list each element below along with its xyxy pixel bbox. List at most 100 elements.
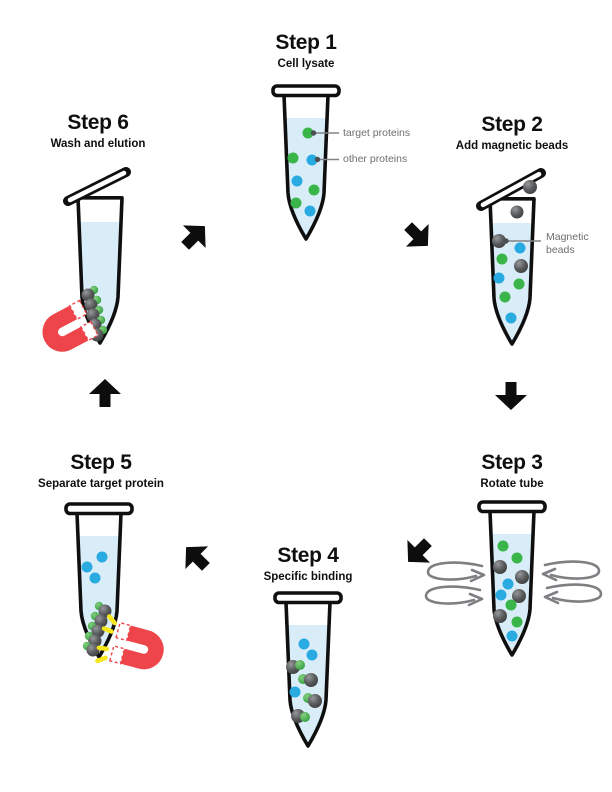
step5-tube-group <box>64 502 161 675</box>
horseshoe-magnet <box>110 623 161 672</box>
target-protein-dot <box>513 278 525 290</box>
magnetic-bead <box>512 589 526 603</box>
target-protein-dot <box>497 540 509 552</box>
step4-complexes <box>286 638 322 723</box>
flow-arrow-step6-to-step1 <box>173 214 217 258</box>
rotation-arrow <box>543 583 603 605</box>
step1-tube-group <box>271 84 341 241</box>
magnetic-bead <box>91 624 105 638</box>
other-protein-dot <box>81 561 93 573</box>
tube-lid-open <box>63 167 131 206</box>
target-protein-dot <box>511 552 523 564</box>
step1-subtitle: Cell lysate <box>277 58 335 70</box>
step6-title: Step 6 <box>67 111 129 134</box>
step4-tube-group <box>273 591 343 748</box>
step4-header: Step 4 Specific binding <box>233 544 383 583</box>
step3-title: Step 3 <box>481 451 543 474</box>
step5-header: Step 5 Separate target protein <box>25 451 177 490</box>
other-protein-dot <box>291 175 303 187</box>
magnetic-bead <box>81 288 95 302</box>
other-protein-dot <box>304 205 316 217</box>
step4-title: Step 4 <box>277 544 339 567</box>
bound-target-protein <box>300 712 310 722</box>
step6-subtitle: Wash and elution <box>50 138 146 150</box>
rotation-arrow <box>424 585 484 607</box>
rotation-arrow <box>541 560 601 582</box>
magnetic-beads-label-line2: beads <box>546 244 575 256</box>
magnetic-bead <box>493 560 507 574</box>
magnetic-bead <box>510 205 524 219</box>
step6-header: Step 6 Wash and elution <box>23 111 173 150</box>
magnetic-bead <box>492 234 506 248</box>
other-protein-dot <box>89 572 101 584</box>
flow-arrow-step1-to-step2 <box>396 214 440 258</box>
rotation-arrow <box>426 561 486 583</box>
step5-subtitle: Separate target protein <box>38 478 164 490</box>
magnetic-bead <box>493 609 507 623</box>
other-protein-dot <box>502 578 514 590</box>
magnet <box>95 614 161 675</box>
target-protein-dot <box>308 184 320 196</box>
target-protein-dot <box>290 197 302 209</box>
step3-tube-group <box>424 500 603 657</box>
flow-arrows <box>89 214 527 579</box>
tube-closed <box>273 591 343 748</box>
other-proteins-leader <box>314 156 339 163</box>
flow-arrow-step2-to-step3 <box>495 382 527 410</box>
step4-subtitle: Specific binding <box>263 571 353 583</box>
other-protein-dot <box>506 630 518 642</box>
other-protein-dot <box>495 589 507 601</box>
magnetic-bead <box>86 643 100 657</box>
magnetic-bead <box>86 308 100 322</box>
target-protein-dot <box>505 599 517 611</box>
tube-closed <box>271 84 341 241</box>
step2-tube-group <box>476 168 546 346</box>
other-protein-dot <box>493 272 505 284</box>
other-protein-dot <box>298 638 310 650</box>
magnetic-bead <box>94 614 108 628</box>
step2-header: Step 2 Add magnetic beads <box>437 113 587 152</box>
target-protein-dot <box>287 152 299 164</box>
magnetic-bead <box>308 694 322 708</box>
other-protein-dot <box>306 649 318 661</box>
magnetic-bead <box>514 259 528 273</box>
step3-mixture <box>493 540 529 642</box>
target-protein-dot <box>499 291 511 303</box>
target-proteins-label: target proteins <box>343 127 411 139</box>
magnetic-bead <box>98 604 112 618</box>
magnetic-bead <box>84 298 98 312</box>
step3-header: Step 3 Rotate tube <box>437 451 587 490</box>
target-proteins-leader <box>310 130 339 136</box>
bound-target-protein <box>295 660 305 670</box>
target-protein-dot <box>302 127 314 139</box>
step1-proteins <box>287 127 320 217</box>
step3-subtitle: Rotate tube <box>480 478 544 490</box>
magnet-sparks <box>95 614 118 664</box>
step5-title: Step 5 <box>70 451 132 474</box>
other-protein-dot <box>505 312 517 324</box>
tube-lid-open <box>476 168 546 211</box>
other-protein-dot <box>289 686 301 698</box>
step6-bead-chain <box>81 285 108 342</box>
magnetic-bead <box>304 673 318 687</box>
magnetic-beads-leader <box>503 238 541 244</box>
step2-beads <box>492 180 537 324</box>
target-protein-dot <box>511 616 523 628</box>
step6-tube-group <box>42 167 131 355</box>
step5-bead-chain <box>82 601 112 657</box>
magnetic-bead <box>523 180 537 194</box>
step1-title: Step 1 <box>275 31 337 54</box>
target-protein-dot <box>496 253 508 265</box>
flow-arrow-step5-to-step6 <box>89 379 121 407</box>
magnetic-beads-label-line1: Magnetic <box>546 231 589 243</box>
other-proteins-label: other proteins <box>343 153 408 165</box>
magnetic-bead <box>515 570 529 584</box>
other-protein-dot <box>96 551 108 563</box>
step5-free-proteins <box>81 551 108 584</box>
other-protein-dot <box>306 154 318 166</box>
flow-arrow-step4-to-step5 <box>174 535 218 579</box>
step1-header: Step 1 Cell lysate <box>231 31 381 70</box>
step2-subtitle: Add magnetic beads <box>455 140 569 152</box>
